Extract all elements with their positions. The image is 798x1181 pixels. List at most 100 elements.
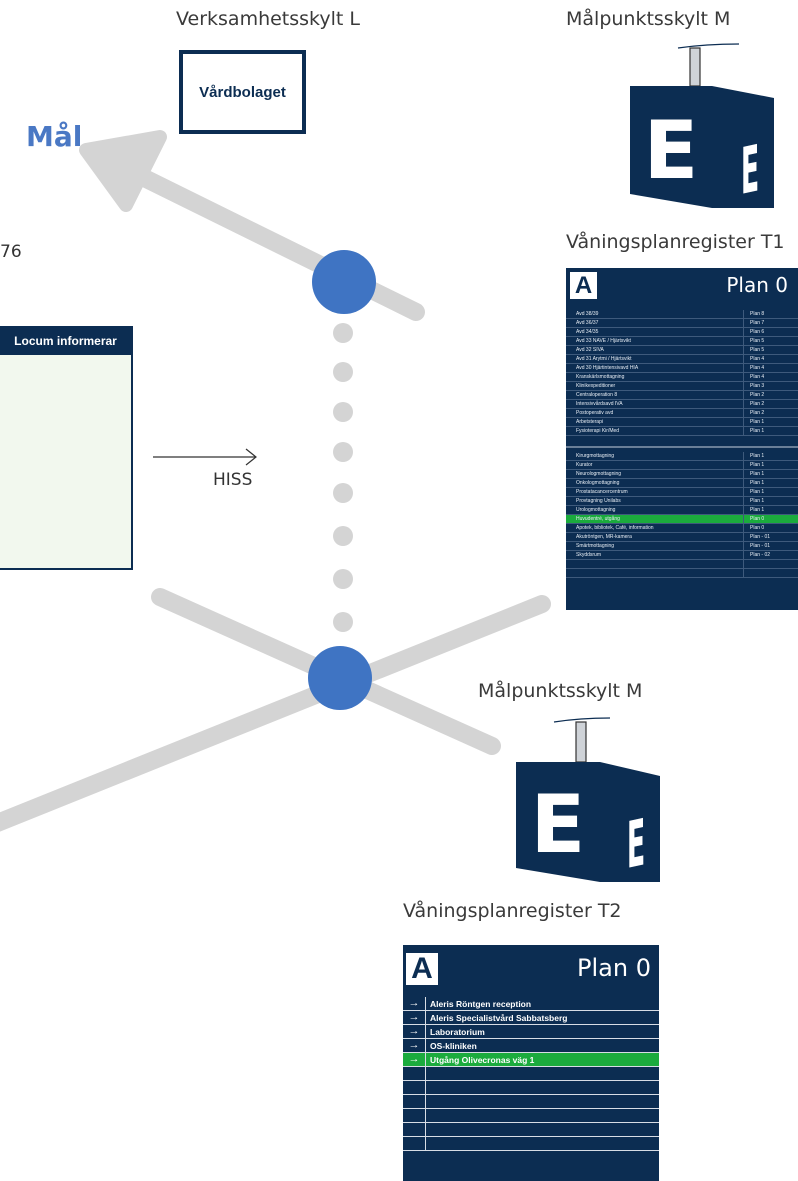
t2-directory: → Aleris Röntgen reception → Aleris Special… — [403, 997, 659, 1151]
t2-row-label: Aleris Röntgen reception — [430, 998, 532, 1009]
hiss-arrow — [153, 448, 257, 466]
t1-row-plan: Plan 2 — [750, 392, 765, 398]
mal-arrowhead — [79, 130, 167, 212]
building-e-cube-icon: E E — [516, 717, 660, 884]
t1-row-plan: Plan - 01 — [750, 543, 771, 549]
t1-directory-row: Smärtmottagning Plan - 01 — [566, 542, 798, 551]
vaningsplan-t2-board: A Plan 0 → Aleris Röntgen reception → Aleri… — [403, 945, 659, 1181]
building-e-cube-icon: E E — [630, 43, 774, 208]
t1-building-letter: A — [570, 272, 597, 299]
node-upper — [312, 250, 376, 314]
t2-directory-row — [403, 1137, 659, 1151]
t1-row-plan: Plan 1 — [750, 453, 765, 459]
t1-row-name — [566, 569, 744, 577]
t1-directory-row: Akutröntgen, MR-kamera Plan - 01 — [566, 533, 798, 542]
arrow-right-icon — [403, 1067, 426, 1080]
t1-row-plan: Plan 2 — [750, 401, 765, 407]
t2-directory-row: → Aleris Röntgen reception — [403, 997, 659, 1011]
t1-directory-row: Avd 38/39 Plan 8 — [566, 310, 798, 319]
arrow-right-icon: → — [403, 997, 426, 1010]
vaningsplan-t1-caption: Våningsplanregister T1 — [566, 231, 785, 253]
cube-top-letter: E — [644, 104, 699, 197]
t1-row-name: Huvudentré, utgång — [566, 515, 744, 523]
vaningsplan-t2-caption: Våningsplanregister T2 — [403, 900, 622, 922]
cube-bottom-side-letter: E — [627, 804, 645, 883]
t1-row-plan: Plan 4 — [750, 374, 765, 380]
t1-row-plan: Plan 0 — [750, 525, 765, 531]
locum-board-header: Locum informerar — [0, 328, 131, 355]
t1-row-name: Smärtmottagning — [566, 542, 744, 550]
t2-header: A Plan 0 — [403, 945, 659, 991]
t1-directory-row: Urologmottagning Plan 1 — [566, 506, 798, 515]
t1-row-plan: Plan 6 — [750, 329, 765, 335]
t1-row-name — [566, 560, 744, 568]
t1-row-name: Klinikexpeditioner — [566, 382, 744, 390]
t1-directory-row — [566, 560, 798, 569]
t1-row-name: Postoperativ avd — [566, 409, 744, 417]
arrow-right-icon: → — [403, 1053, 426, 1066]
locum-board: Locum informerar — [0, 326, 133, 570]
t1-row-name: Provtagning Unilabs — [566, 497, 744, 505]
t1-row-plan: Plan - 01 — [750, 534, 771, 540]
t1-row-name: Onkologmottagning — [566, 479, 744, 487]
t1-row-name: Avd 38/39 — [566, 310, 744, 318]
t1-row-plan: Plan 1 — [750, 428, 765, 434]
t2-building-letter: A — [406, 953, 438, 985]
t1-row-plan: Plan 1 — [750, 489, 765, 495]
t2-directory-row — [403, 1123, 659, 1137]
cropped-fragment-label: 76 — [0, 242, 22, 262]
t2-row-label: Aleris Specialistvård Sabbatsberg — [430, 1012, 568, 1023]
t1-section-divider — [566, 436, 798, 448]
t1-row-name: Akutröntgen, MR-kamera — [566, 533, 744, 541]
t2-row-label: Laboratorium — [430, 1026, 485, 1037]
t1-row-plan — [744, 560, 798, 568]
malpunktsskylt-top-caption: Målpunktsskylt M — [566, 8, 731, 30]
t2-directory-row: → Laboratorium — [403, 1025, 659, 1039]
arrow-right-icon: → — [403, 1025, 426, 1038]
t1-directory-row: Provtagning Unilabs Plan 1 — [566, 497, 798, 506]
t1-row-name: Avd 31 Arytmi / Hjärtsvikt — [566, 355, 744, 363]
t2-directory-row: →OS-kliniken — [403, 1039, 659, 1053]
arrow-right-icon: → — [403, 1011, 426, 1024]
t1-row-name: Avd 30 Hjärtintensivavd HIA — [566, 364, 744, 372]
malpunktsskylt-bottom-caption: Målpunktsskylt M — [478, 680, 643, 702]
t2-directory-row — [403, 1109, 659, 1123]
t1-row-plan: Plan 8 — [750, 311, 765, 317]
t1-directory-row: Kirurgmottagning Plan 1 — [566, 452, 798, 461]
t1-row-name: Avd 32 SIVA — [566, 346, 744, 354]
node-lower — [308, 646, 372, 710]
t2-directory-row — [403, 1067, 659, 1081]
t1-row-plan: Plan 1 — [750, 498, 765, 504]
t1-directory-row — [566, 569, 798, 578]
t2-directory-row — [403, 1095, 659, 1109]
t2-row-label: OS-kliniken — [430, 1040, 477, 1051]
arrow-right-icon — [403, 1137, 426, 1150]
t2-row-label: Utgång Olivecronas väg 1 — [430, 1054, 535, 1065]
t1-row-name: Urologmottagning — [566, 506, 744, 514]
t1-row-plan: Plan 1 — [750, 507, 765, 513]
t1-row-plan — [744, 569, 798, 577]
t1-row-plan: Plan 0 — [750, 516, 765, 522]
t1-row-name: Centraloperation 8 — [566, 391, 744, 399]
t1-row-plan: Plan - 02 — [750, 552, 771, 558]
lower-path-right — [0, 595, 551, 832]
t2-directory-row: → Aleris Specialistvård Sabbatsberg — [403, 1011, 659, 1025]
t1-row-name: Arbetsterapi — [566, 418, 744, 426]
t2-directory-row: → Utgång Olivecronas väg 1 — [403, 1053, 659, 1067]
t1-row-plan: Plan 1 — [750, 480, 765, 486]
t1-row-name: Kirurgmottagning — [566, 452, 744, 460]
t1-row-name: Fysioterapi Kir/Med — [566, 427, 744, 435]
t1-row-plan: Plan 2 — [750, 410, 765, 416]
